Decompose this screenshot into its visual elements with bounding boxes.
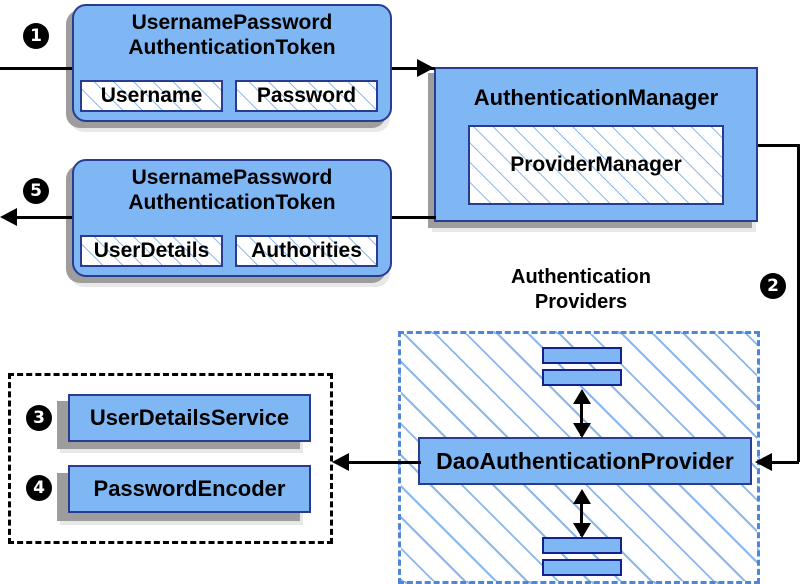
response-token-slot-authorities[interactable]: Authorities bbox=[235, 235, 378, 267]
provider-link-bottom-line bbox=[580, 492, 583, 536]
dao-dependencies-group bbox=[8, 373, 333, 544]
authentication-providers-title: Authentication Providers bbox=[462, 265, 700, 315]
outbound-response-line bbox=[17, 216, 72, 219]
password-encoder-box[interactable]: PasswordEncoder bbox=[68, 465, 311, 513]
dao-authentication-provider-box[interactable]: DaoAuthenticationProvider bbox=[418, 437, 752, 485]
step-badge-3: 3 bbox=[26, 405, 52, 431]
manager-to-provider-line-vertical bbox=[797, 144, 800, 462]
other-provider-bar-top-2[interactable] bbox=[542, 369, 622, 386]
manager-to-provider-arrowhead bbox=[755, 453, 772, 471]
provider-link-top-arrow-down bbox=[573, 423, 591, 438]
provider-to-dependencies-arrowhead bbox=[332, 453, 349, 471]
step-badge-2: 2 bbox=[760, 273, 786, 299]
provider-link-bottom-arrow-up bbox=[573, 489, 591, 504]
outbound-response-arrowhead bbox=[0, 208, 17, 226]
manager-to-response-line bbox=[392, 216, 436, 219]
request-token-slot-password[interactable]: Password bbox=[235, 80, 378, 112]
manager-to-provider-line-bottom bbox=[772, 461, 799, 464]
request-to-manager-arrowhead bbox=[417, 59, 434, 77]
authentication-providers-title-line2: Providers bbox=[534, 291, 628, 313]
request-to-manager-line bbox=[392, 67, 435, 70]
inbound-request-line bbox=[0, 67, 72, 70]
user-details-service-box[interactable]: UserDetailsService bbox=[68, 394, 311, 442]
authentication-providers-title-line1: Authentication bbox=[511, 266, 651, 288]
manager-to-provider-line-top bbox=[758, 144, 800, 147]
step-badge-1: 1 bbox=[23, 23, 49, 49]
response-token-slot-userdetails[interactable]: UserDetails bbox=[80, 235, 223, 267]
provider-link-top-line bbox=[580, 392, 583, 436]
request-token-slot-username[interactable]: Username bbox=[80, 80, 223, 112]
provider-manager-box[interactable]: ProviderManager bbox=[468, 125, 724, 205]
provider-link-bottom-arrow-down bbox=[573, 523, 591, 538]
step-badge-4: 4 bbox=[26, 475, 52, 501]
step-badge-5: 5 bbox=[23, 178, 49, 204]
provider-to-dependencies-line bbox=[349, 461, 421, 464]
other-provider-bar-bottom-2[interactable] bbox=[542, 559, 622, 576]
other-provider-bar-bottom-1[interactable] bbox=[542, 537, 622, 554]
other-provider-bar-top-1[interactable] bbox=[542, 347, 622, 364]
provider-link-top-arrow-up bbox=[573, 389, 591, 404]
